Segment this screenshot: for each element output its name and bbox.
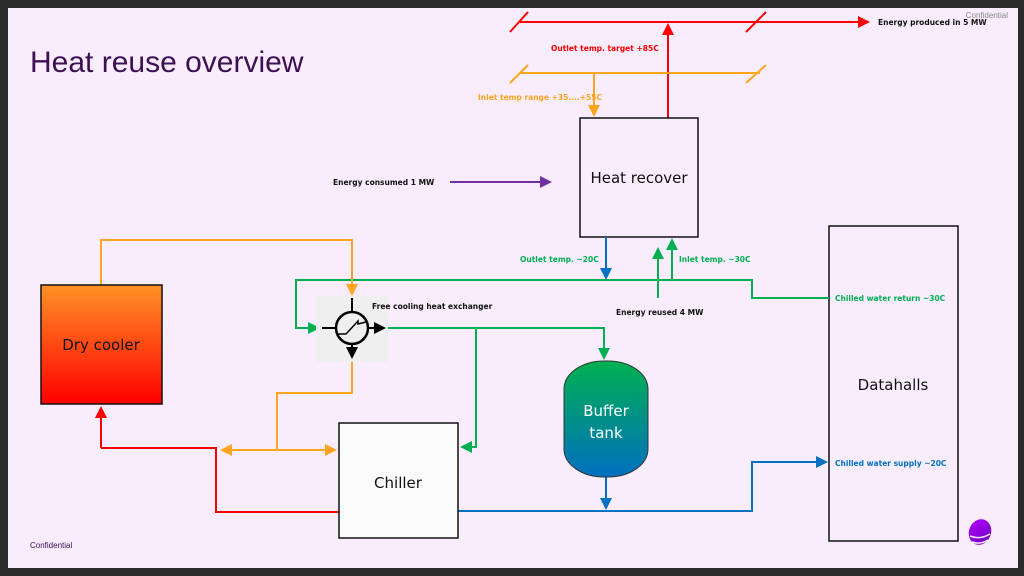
free-cooling-label: Free cooling heat exchanger <box>372 302 493 311</box>
free-cooling-heat-exchanger <box>316 296 388 362</box>
chiller-label: Chiller <box>374 474 423 492</box>
chilled-supply-pipe <box>458 456 828 512</box>
buffer-tank-label-1: Buffer <box>583 402 629 420</box>
chilled-return-label: Chilled water return ~30C <box>835 294 946 303</box>
dry-cooler-label: Dry cooler <box>62 336 140 354</box>
confidential-bottom: Confidential <box>30 541 72 550</box>
page-title: Heat reuse overview <box>30 46 304 79</box>
buffer-tank <box>563 360 649 478</box>
brand-logo-icon <box>968 519 992 545</box>
dry-cooler-warm-pipe <box>100 239 358 456</box>
exchanger-symbol-icon <box>338 319 367 335</box>
energy-produced-label: Energy produced in 5 MW <box>878 18 987 27</box>
warm-inlet-pipe <box>509 64 767 117</box>
chiller-box <box>338 422 459 539</box>
energy-reused-label: Energy reused 4 MW <box>616 308 704 317</box>
chilled-return-pipe <box>295 238 829 453</box>
hot-output-pipe <box>509 11 870 118</box>
datahalls-box <box>828 225 959 542</box>
heat-recover-box <box>579 117 699 238</box>
dry-cooler-box <box>40 284 163 405</box>
buffer-tank-label-2: tank <box>589 424 623 442</box>
chilled-supply-label: Chilled water supply ~20C <box>835 459 947 468</box>
heat-recover-label: Heat recover <box>590 169 688 187</box>
energy-consumed-label: Energy consumed 1 MW <box>333 178 435 187</box>
chiller-hot-pipe <box>95 406 339 513</box>
datahalls-label: Datahalls <box>858 376 929 394</box>
inlet-30-label: Inlet temp. ~30C <box>679 255 751 264</box>
inlet-range-label: Inlet temp range +35....+55C <box>478 93 602 102</box>
outlet-target-label: Outlet temp. target +85C <box>551 44 659 53</box>
confidential-top: Confidential <box>966 11 1008 20</box>
outlet-20-label: Outlet temp. ~20C <box>520 255 599 264</box>
